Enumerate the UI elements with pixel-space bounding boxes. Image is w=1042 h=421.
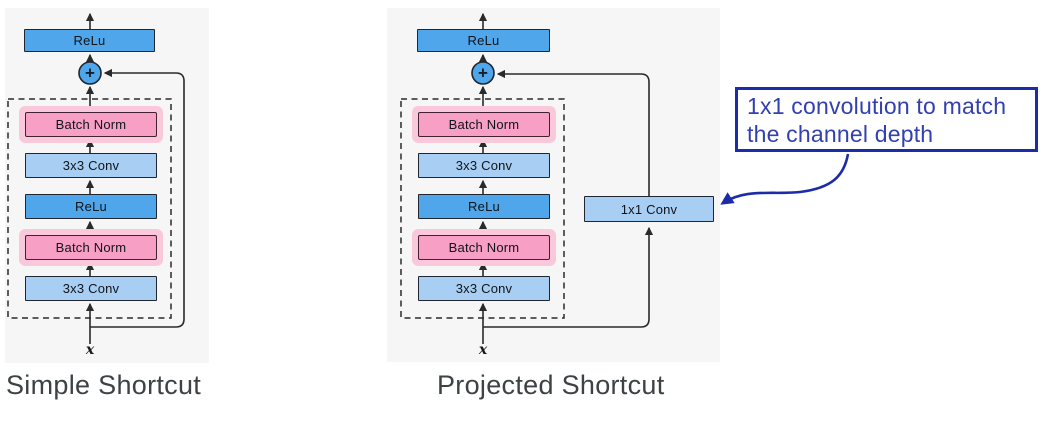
input-x-label-right: x — [478, 342, 488, 358]
simple-shortcut-panel — [5, 8, 209, 363]
annotation-box: 1x1 convolution to match the channel dep… — [735, 87, 1038, 152]
annotation-text-line1: 1x1 convolution to match — [747, 93, 1007, 119]
block-batch-norm: Batch Norm — [418, 112, 550, 137]
block-conv1x1: 1x1 Conv — [584, 196, 714, 222]
block-batch-norm: Batch Norm — [25, 235, 157, 260]
diagram-title-projected: Projected Shortcut — [437, 370, 665, 400]
block-relu: ReLu — [25, 194, 157, 219]
block-relu-output-right: ReLu — [417, 29, 550, 52]
block-conv3x3: 3x3 Conv — [25, 153, 157, 178]
annotation-text-line2: the channel depth — [747, 121, 934, 147]
block-relu-output-left: ReLu — [24, 29, 155, 52]
block-conv3x3: 3x3 Conv — [418, 153, 550, 178]
block-batch-norm: Batch Norm — [25, 112, 157, 137]
projected-shortcut-panel — [387, 8, 720, 362]
annotation-arrow — [720, 153, 850, 205]
block-conv3x3: 3x3 Conv — [418, 276, 550, 301]
block-relu: ReLu — [418, 194, 550, 219]
input-x-label-left: x — [85, 342, 95, 358]
block-batch-norm: Batch Norm — [418, 235, 550, 260]
diagram-title-simple: Simple Shortcut — [6, 370, 202, 400]
block-conv3x3: 3x3 Conv — [25, 276, 157, 301]
